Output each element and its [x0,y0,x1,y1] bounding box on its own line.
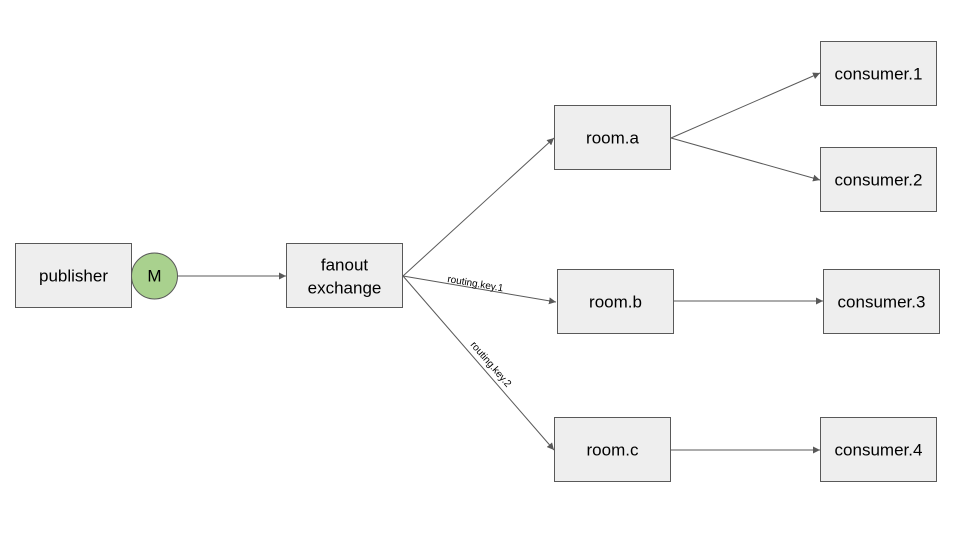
consumer-1-node[interactable]: consumer.1 [820,41,937,106]
exchange-label-line1: fanout [321,256,369,275]
consumer-1-label: consumer.1 [835,65,923,84]
consumer-2-label: consumer.2 [835,171,923,190]
room-c-label: room.c [587,441,639,460]
room-a-label: room.a [586,129,639,148]
consumer-2-node[interactable]: consumer.2 [820,147,937,212]
consumer-3-node[interactable]: consumer.3 [823,269,940,334]
room-b-node[interactable]: room.b [557,269,674,334]
consumer-3-label: consumer.3 [838,293,926,312]
edge-exchange-to-room-b [402,275,557,305]
publisher-label: publisher [39,267,108,286]
consumer-4-label: consumer.4 [835,441,923,460]
message-node[interactable]: M [131,252,178,300]
consumer-4-node[interactable]: consumer.4 [820,417,937,482]
fanout-exchange-node[interactable]: fanout exchange [286,243,403,308]
edge-room-a-to-consumer-1 [670,72,821,139]
edge-room-a-to-consumer-2 [670,137,821,182]
edge-exchange-to-room-a [402,137,555,277]
publisher-node[interactable]: publisher [15,243,132,308]
edge-label-routing-key-1: routing.key.1 [446,274,504,294]
room-b-label: room.b [589,293,642,312]
edge-exchange-to-room-c [402,275,555,451]
message-label: M [147,267,161,286]
exchange-label-line2: exchange [308,279,382,298]
edge-label-routing-key-2: routing.key.2 [468,340,514,390]
room-a-node[interactable]: room.a [554,105,671,170]
room-c-node[interactable]: room.c [554,417,671,482]
